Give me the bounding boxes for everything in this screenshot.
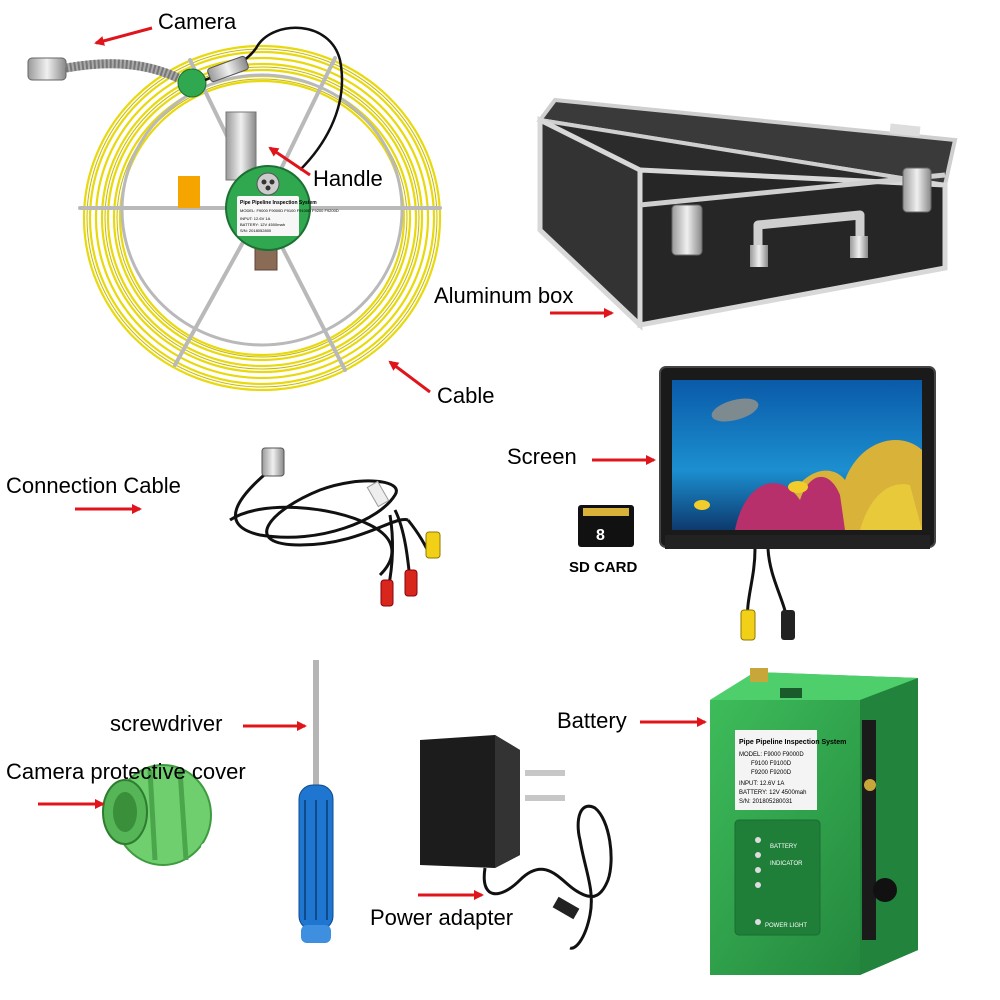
cable-arrow — [388, 360, 431, 394]
pointer-arrows — [38, 26, 707, 900]
battery-label-model: MODEL: F9000 F9000D — [739, 752, 804, 758]
power-light-label: POWER LIGHT — [765, 923, 807, 929]
battery-label-title: Pipe Pipeline Inspection System — [739, 739, 846, 746]
reel-label-model: MODEL: F9000 F9000D F9100 F9100D F9200 F… — [240, 208, 339, 213]
protective-cover-image — [102, 764, 212, 866]
battery-box: Pipe Pipeline Inspection System MODEL: F… — [710, 668, 918, 975]
screwdriver-label: screwdriver — [110, 711, 223, 736]
indicator-label: INDICATOR — [770, 861, 803, 867]
cable-reel: Pipe Pipeline Inspection System MODEL: F… — [27, 26, 442, 392]
battery-label-model3: F9200 F9200D — [751, 770, 792, 776]
handle-arrow — [268, 146, 311, 177]
reel-handle — [225, 111, 257, 181]
battery-label-input: INPUT: 12.6V 1A — [739, 781, 784, 787]
battery-label: Battery — [557, 708, 627, 733]
reel-label-input: INPUT: 12.6V 1A — [240, 216, 271, 221]
camera-head — [27, 57, 67, 81]
aluminum-box — [536, 97, 958, 331]
power-adapter-label: Power adapter — [370, 905, 514, 930]
connection-cable-label: Connection Cable — [6, 473, 181, 498]
battery-label-battery: BATTERY: 12V 4500mah — [739, 790, 806, 796]
sd-card-image: 8 — [578, 505, 634, 547]
camera-label: Camera — [158, 9, 237, 34]
protective-cover-label: Camera protective cover — [6, 759, 246, 784]
battery-label-model2: F9100 F9100D — [751, 761, 792, 767]
battery-indicator-label: BATTERY — [770, 844, 797, 850]
reel-label-sn: S/N: 2018052800 — [240, 228, 272, 233]
connection-cable-image — [229, 468, 432, 591]
camera-arrow — [94, 26, 153, 46]
aluminum-box-label: Aluminum box — [434, 283, 574, 308]
screen-label: Screen — [507, 444, 577, 469]
connection-cable-plugs — [261, 447, 441, 607]
cable-label: Cable — [437, 383, 495, 408]
sd-card-label: SD CARD — [569, 559, 638, 576]
power-adapter-image — [420, 735, 613, 950]
screwdriver-image — [298, 660, 334, 943]
monitor-screen — [659, 366, 936, 641]
reel-label-battery: BATTERY: 12V 4500mah — [240, 222, 285, 227]
reel-label-title: Pipe Pipeline Inspection System — [240, 200, 317, 206]
handle-label: Handle — [313, 166, 383, 191]
battery-label-sn: S/N: 201805280031 — [739, 799, 793, 805]
sd-card-capacity: 8 — [596, 527, 605, 544]
